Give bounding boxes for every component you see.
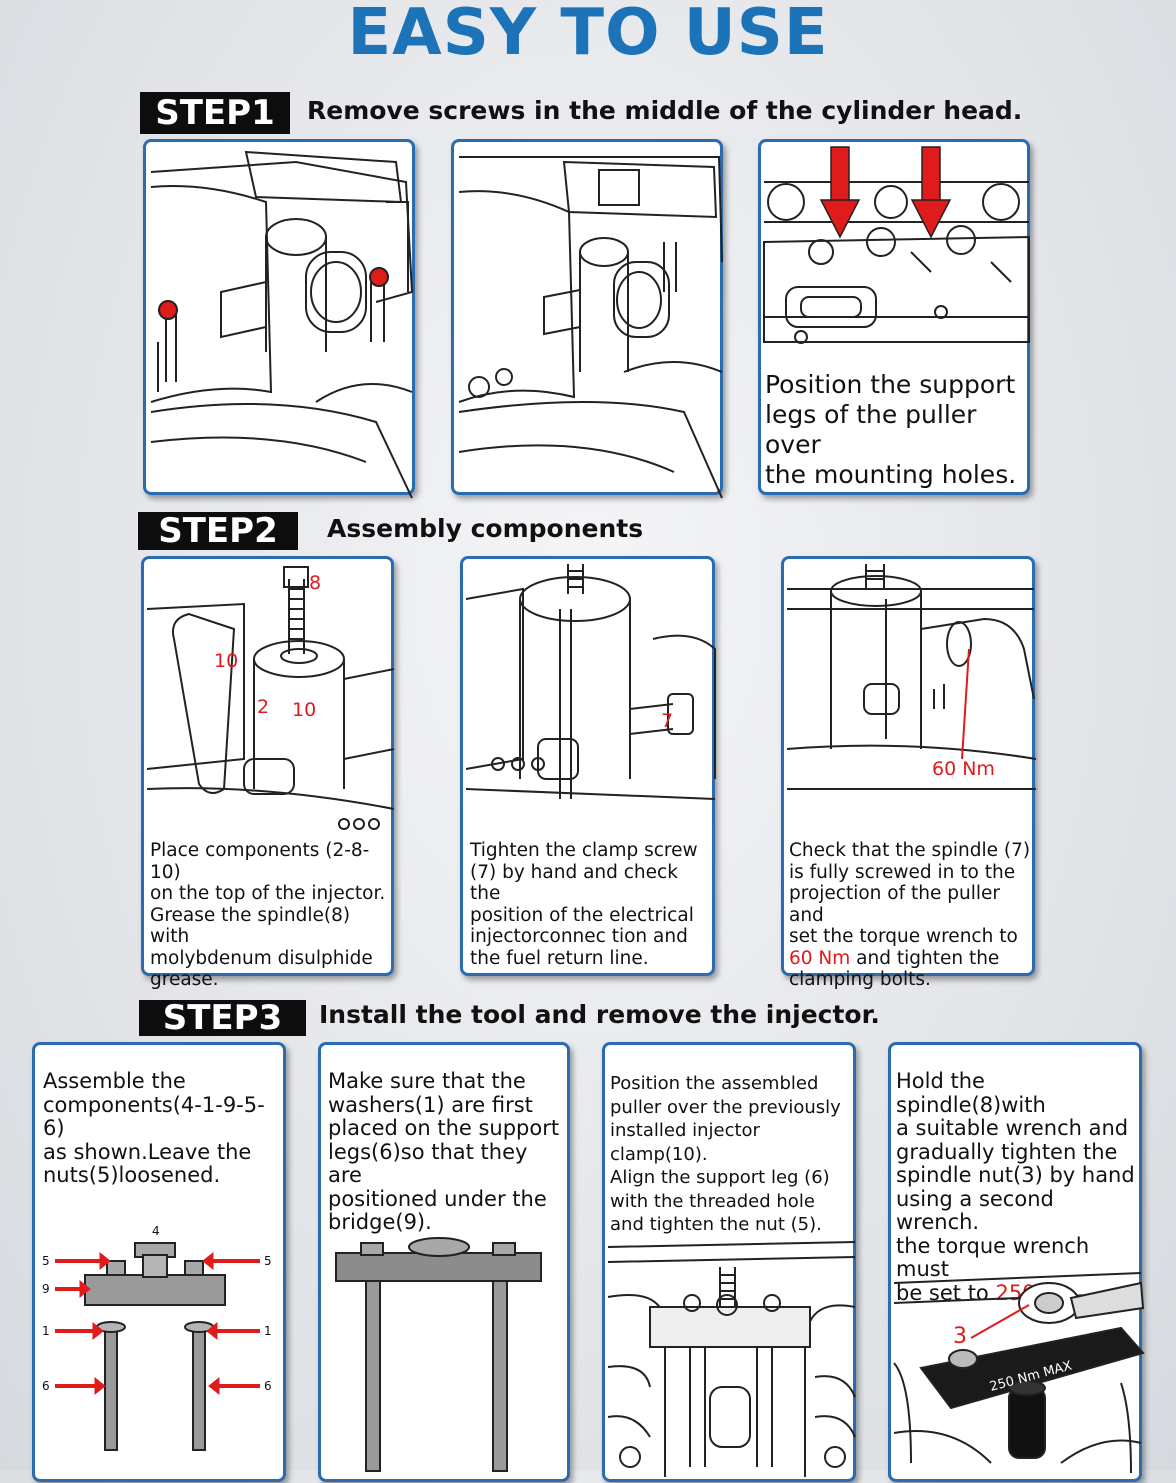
step3-panel-2: Make sure that the washers(1) are first … <box>318 1042 570 1482</box>
label-10-a: 10 <box>214 650 238 672</box>
step2-panel-2-caption: Tighten the clamp screw (7) by hand and … <box>470 840 698 969</box>
label-60nm: 60 Nm <box>932 758 995 780</box>
label-7: 7 <box>661 710 673 732</box>
step2-clamp-screw-illustration: 7 <box>465 564 716 800</box>
step1-heading: Remove screws in the middle of the cylin… <box>307 96 1023 125</box>
step3-assembled-puller-illustration <box>335 1237 542 1472</box>
step2-panel-2: 7 Tighten the clamp screw (7) by hand an… <box>460 556 716 976</box>
step1-engine-illustration-2 <box>458 156 723 499</box>
part-label-4: 4 <box>152 1224 160 1238</box>
part-label-6-left: 6 <box>42 1379 50 1393</box>
part-label-5-right: 5 <box>264 1254 272 1268</box>
step3-tool-parts-illustration: 4 5 5 9 1 1 6 6 <box>42 1224 272 1451</box>
step2-panel-3: 60 Nm Check that the spindle (7) is full… <box>781 556 1037 990</box>
step1-panel-1 <box>143 139 415 499</box>
step3-panel-3-caption: Position the assembled puller over the p… <box>610 1073 841 1235</box>
step2-torque-illustration: 60 Nm <box>786 564 1037 790</box>
red-bolt-marker-right <box>369 267 389 287</box>
step2-heading: Assembly components <box>327 514 644 543</box>
step1-badge: STEP1 <box>140 92 290 134</box>
nut-pointer-line <box>970 1304 1030 1339</box>
step1-engine-illustration-1 <box>150 150 414 499</box>
step3-panel-2-caption: Make sure that the washers(1) are first … <box>328 1069 560 1234</box>
part-label-5-left: 5 <box>42 1254 50 1268</box>
part-label-9: 9 <box>42 1282 50 1296</box>
step1-panel-3-caption: Position the support legs of the puller … <box>765 370 1017 489</box>
label-3: 3 <box>953 1324 967 1349</box>
step3-panel-1-caption: Assemble the components(4-1-9-5-6) as sh… <box>43 1069 265 1187</box>
step3-panel-4: Hold the spindle(8)with a suitable wrenc… <box>888 1042 1145 1482</box>
step1-panel-2 <box>451 139 723 499</box>
step3-installed-puller-illustration <box>607 1241 856 1477</box>
step2-panel-1: 8 10 2 10 Place components (2-8-10) on t… <box>141 556 395 990</box>
red-arrow-down-right <box>910 146 952 239</box>
label-8: 8 <box>309 572 321 594</box>
part-label-1-left: 1 <box>42 1324 50 1338</box>
step2-panel-3-caption: Check that the spindle (7) is fully scre… <box>789 840 1031 990</box>
step3-heading: Install the tool and remove the injector… <box>319 1000 880 1029</box>
red-bolt-marker-left <box>158 300 178 320</box>
step1-panel-3: Position the support legs of the puller … <box>758 139 1030 495</box>
step3-torque-wrench-illustration: 3 250 Nm MAX <box>893 1272 1145 1474</box>
step2-components-illustration: 8 10 2 10 <box>146 566 395 830</box>
label-2: 2 <box>257 696 269 718</box>
step2-panel-1-caption: Place components (2-8-10) on the top of … <box>150 840 386 990</box>
step3-badge: STEP3 <box>139 1000 306 1036</box>
part-label-1-right: 1 <box>264 1324 272 1338</box>
part-label-6-right: 6 <box>264 1379 272 1393</box>
step3-panel-3: Position the assembled puller over the p… <box>602 1042 856 1482</box>
step3-panel-1: Assemble the components(4-1-9-5-6) as sh… <box>32 1042 286 1482</box>
page-title: EASY TO USE <box>347 0 829 70</box>
torque-pointer-line <box>961 648 970 760</box>
torque-value-highlight: 60 Nm <box>789 947 851 969</box>
label-10-b: 10 <box>292 699 316 721</box>
red-arrow-down-left <box>819 146 861 239</box>
step2-badge: STEP2 <box>138 512 298 550</box>
step1-puller-position-illustration <box>763 146 1030 344</box>
